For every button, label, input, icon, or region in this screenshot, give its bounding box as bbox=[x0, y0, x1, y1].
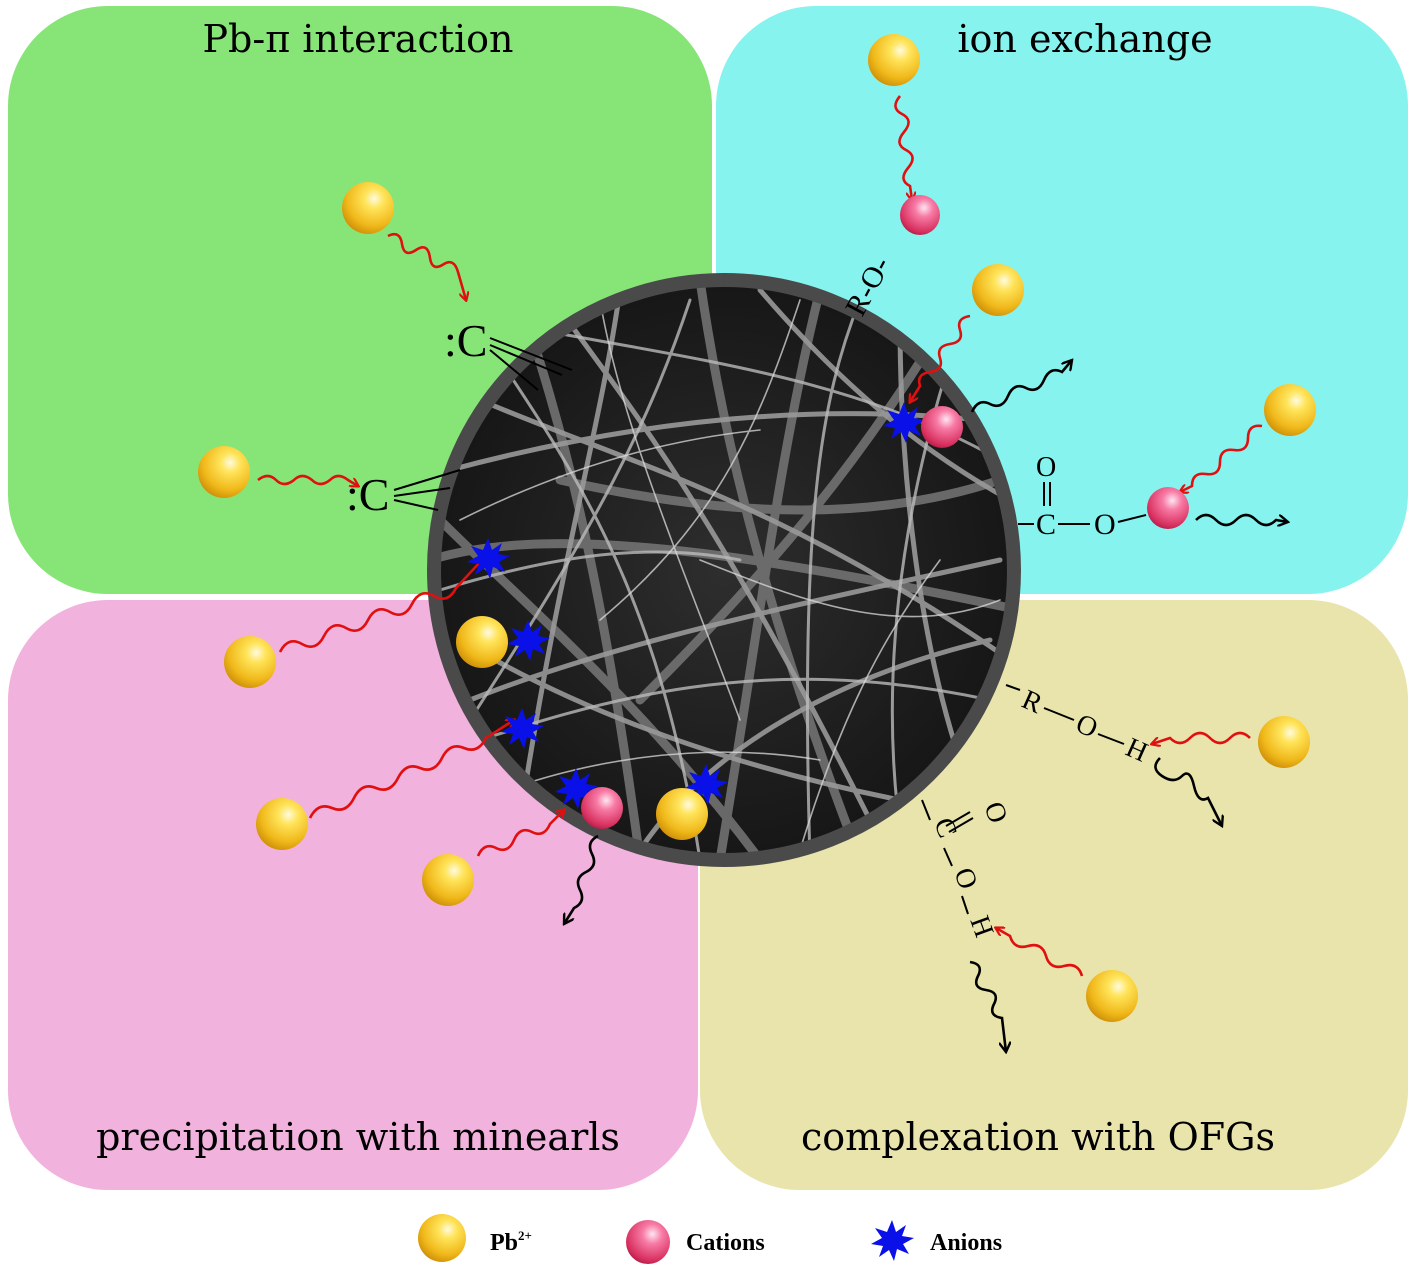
arrow-in-1 bbox=[387, 232, 466, 300]
pb-ion-icon bbox=[1258, 716, 1310, 768]
carbon-top-bonds bbox=[489, 337, 573, 391]
cation-icon bbox=[900, 195, 940, 235]
arrow-in-8 bbox=[476, 810, 564, 857]
title-ion-exchange: ion exchange bbox=[957, 17, 1212, 61]
legend-anion-icon bbox=[871, 1220, 914, 1261]
cation-icon bbox=[581, 787, 623, 829]
arrow-out-1 bbox=[970, 360, 1072, 413]
arrow-in-6 bbox=[278, 560, 482, 653]
title-complexation: complexation with OFGs bbox=[801, 1115, 1275, 1159]
arrow-out-4 bbox=[969, 960, 1006, 1052]
title-precipitation: precipitation with minearls bbox=[96, 1115, 620, 1159]
pb-ion-icon bbox=[1086, 970, 1138, 1022]
arrow-in-5 bbox=[1180, 424, 1263, 492]
anion-icon bbox=[507, 620, 550, 661]
legend-cation-icon bbox=[626, 1220, 670, 1264]
pb-ion-icon bbox=[456, 616, 508, 668]
arrow-out-2 bbox=[1195, 513, 1288, 525]
arrow-in-9 bbox=[1152, 731, 1251, 744]
pb-ion-icon bbox=[972, 264, 1024, 316]
cation-icon bbox=[1147, 487, 1189, 529]
incoming-arrows bbox=[257, 95, 1263, 977]
pb-ion-icon bbox=[868, 34, 920, 86]
carboxylate-c: C bbox=[1036, 508, 1056, 541]
arrow-out-3 bbox=[1154, 757, 1222, 826]
cations bbox=[581, 195, 1189, 829]
carboxylate-group: O C O bbox=[1018, 452, 1147, 541]
legend-pb-label: Pb2+ bbox=[490, 1228, 532, 1256]
legend-anions-label: Anions bbox=[930, 1230, 1002, 1256]
legend-cations-label: Cations bbox=[686, 1230, 765, 1256]
arrow-in-10 bbox=[996, 928, 1084, 977]
sem-fiber-image bbox=[427, 273, 1021, 867]
cation-icon bbox=[921, 406, 963, 448]
anions bbox=[467, 402, 926, 809]
pb-ion-icon bbox=[656, 788, 708, 840]
pb-ion-icon bbox=[198, 446, 250, 498]
anion-icon bbox=[467, 538, 510, 579]
outgoing-arrows bbox=[564, 360, 1288, 1052]
arrow-in-3 bbox=[894, 95, 912, 200]
arrow-in-4 bbox=[910, 314, 971, 402]
carboxylate-double-o: O bbox=[1036, 452, 1056, 483]
carbon-mid-bonds bbox=[393, 469, 461, 511]
anion-icon bbox=[883, 402, 926, 443]
carbon-top: :C bbox=[444, 315, 487, 366]
anion-icon bbox=[501, 708, 544, 749]
arrow-out-5 bbox=[564, 834, 599, 924]
legend-pb-icon bbox=[418, 1214, 466, 1262]
pb-ion-icon bbox=[256, 798, 308, 850]
pb-ion-icon bbox=[422, 854, 474, 906]
pb-ion-icon bbox=[342, 182, 394, 234]
arrow-in-2 bbox=[257, 474, 358, 486]
pb-ion-icon bbox=[224, 636, 276, 688]
carboxylate-o: O bbox=[1094, 508, 1116, 541]
pb-ions bbox=[198, 34, 1316, 1022]
legend: Pb2+ Cations Anions bbox=[418, 1214, 1002, 1264]
title-pb-pi-interaction: Pb-π interaction bbox=[202, 17, 513, 61]
carbon-mid: :C bbox=[346, 469, 389, 520]
pb-ion-icon bbox=[1264, 384, 1316, 436]
arrow-in-7 bbox=[308, 720, 514, 819]
